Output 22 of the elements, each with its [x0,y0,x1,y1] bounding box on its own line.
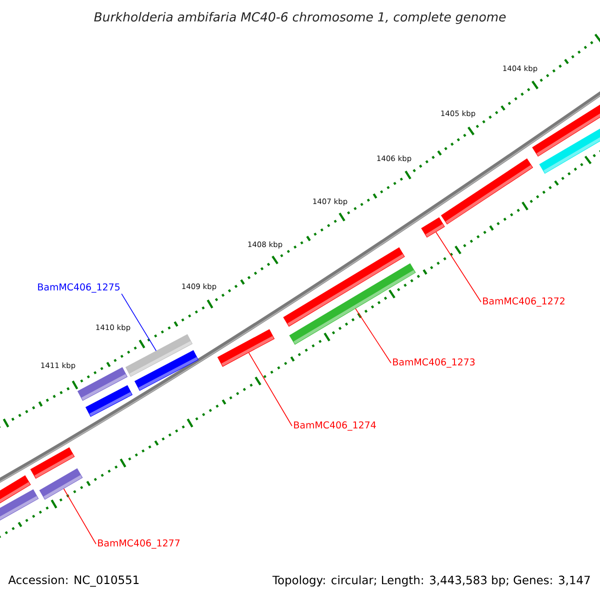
gene-bar [421,217,445,238]
gene-label: BamMC406_1277 [98,539,180,549]
title: Burkholderia ambifaria MC40-6 chromosome 1, complete genome [94,12,506,24]
genome-info: Topology: circular; Length: 3,443,583 bp; Genes: 3,147 [272,575,590,587]
gene-bar [539,127,600,174]
gene-bar [134,350,199,391]
gene-bar [289,263,416,345]
gene-bar [217,329,275,367]
gene-bar [39,468,83,500]
leader-line [355,308,392,364]
accession-text: Accession: NC_010551 [8,575,139,587]
gene-label: BamMC406_1272 [483,297,564,307]
gene-bar [440,158,534,225]
leader-line [248,352,292,426]
leader-line [63,488,96,544]
gene-label: BamMC406_1273 [393,358,475,368]
leader-line [121,293,157,352]
gene-bar [0,489,39,522]
gene-bar [85,385,133,417]
leader-line [436,232,482,302]
gene-label: BamMC406_1274 [294,421,376,431]
gene-label: BamMC406_1275 [38,283,120,293]
